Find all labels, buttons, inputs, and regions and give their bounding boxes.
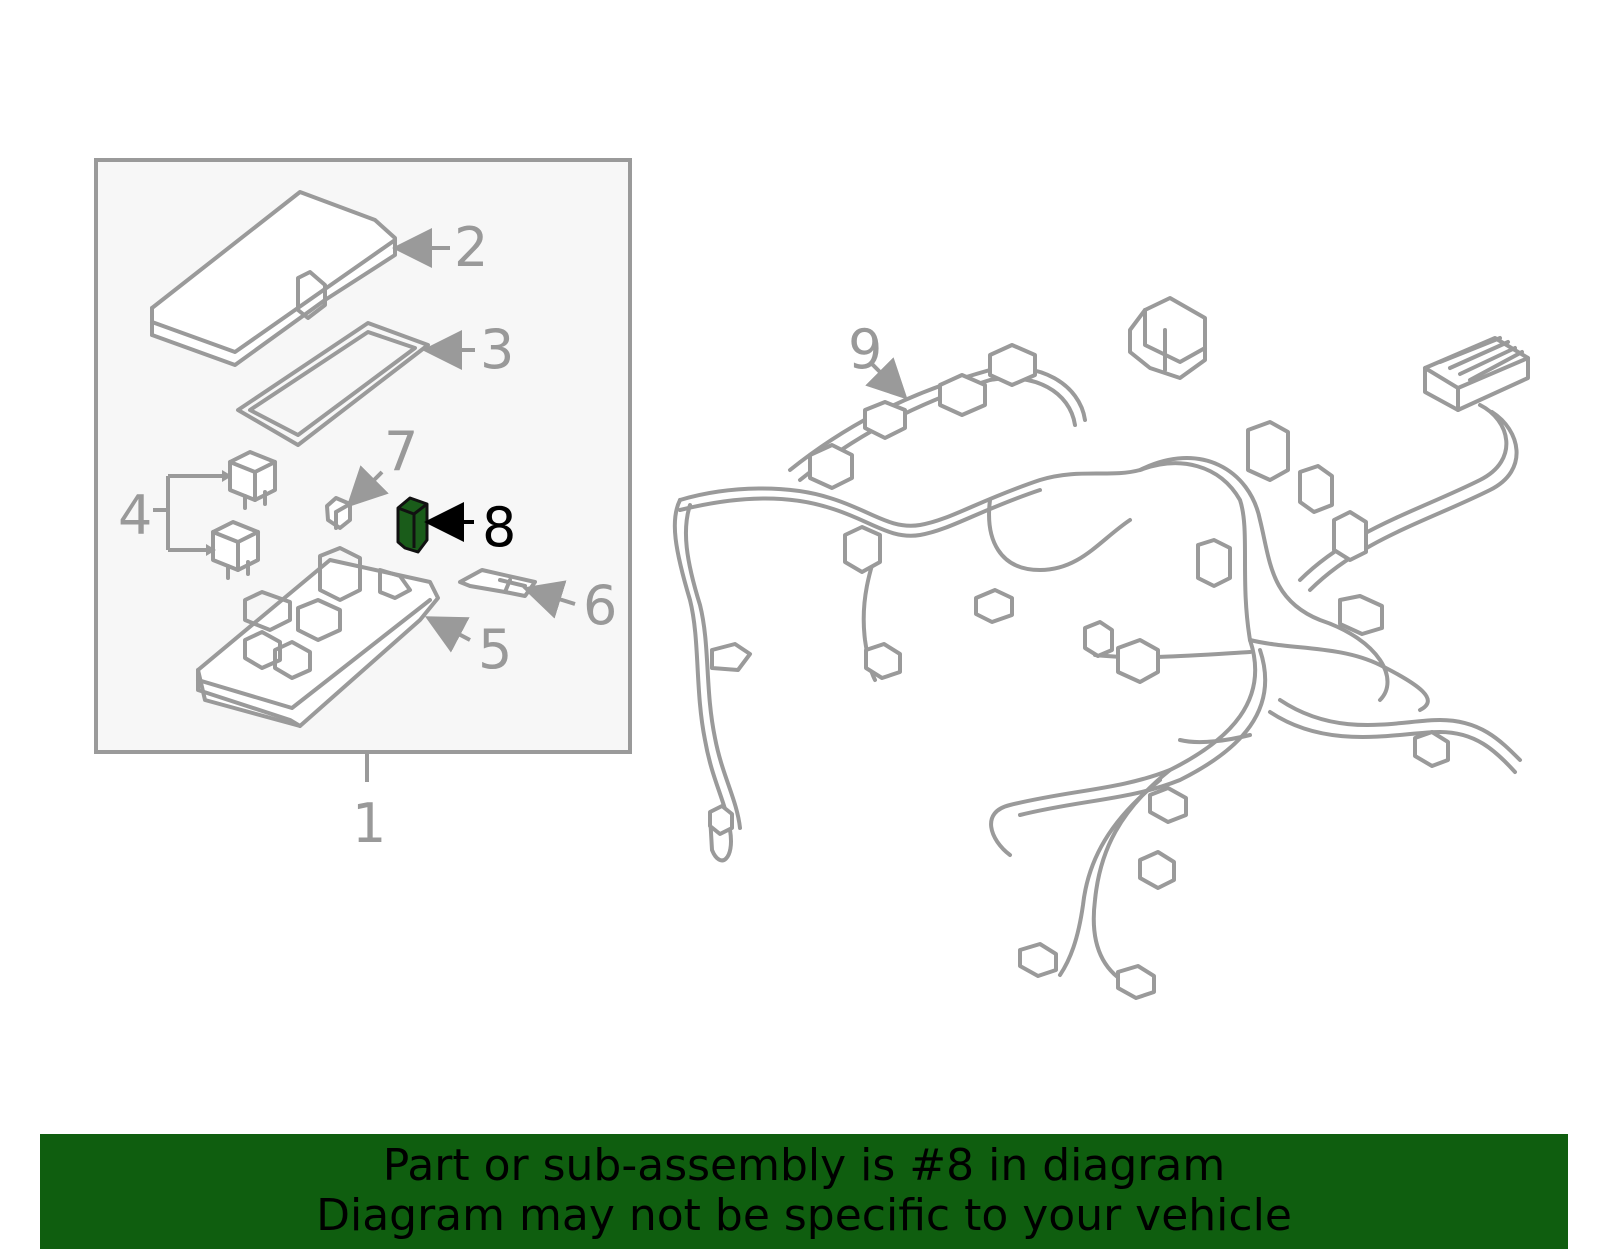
part-7-mini-fuse[interactable]	[325, 496, 352, 530]
callout-4-leader	[153, 474, 225, 552]
info-banner: Part or sub-assembly is #8 in diagram Di…	[40, 1134, 1568, 1249]
callout-5-leader	[424, 616, 471, 653]
callout-label-3: 3	[480, 318, 514, 381]
callout-6-leader	[522, 580, 576, 619]
banner-line-2: Diagram may not be specific to your vehi…	[316, 1190, 1292, 1241]
callout-label-6: 6	[583, 574, 617, 637]
part-8-highlighted[interactable]	[396, 496, 429, 554]
part-9-wiring-harness[interactable]	[672, 296, 1530, 1000]
callout-9-leader	[865, 357, 908, 400]
callout-label-5: 5	[478, 618, 512, 681]
callout-label-1: 1	[352, 792, 386, 855]
part-5-fuse-block[interactable]	[196, 546, 440, 728]
callout-label-2: 2	[454, 216, 488, 279]
callout-label-9: 9	[848, 318, 882, 381]
banner-line-1: Part or sub-assembly is #8 in diagram	[382, 1140, 1226, 1191]
callout-label-7: 7	[384, 420, 418, 483]
part-4-relays[interactable]	[211, 450, 277, 580]
callout-label-4: 4	[118, 484, 152, 547]
callout-7-leader	[346, 465, 389, 508]
callout-label-8: 8	[482, 496, 516, 559]
